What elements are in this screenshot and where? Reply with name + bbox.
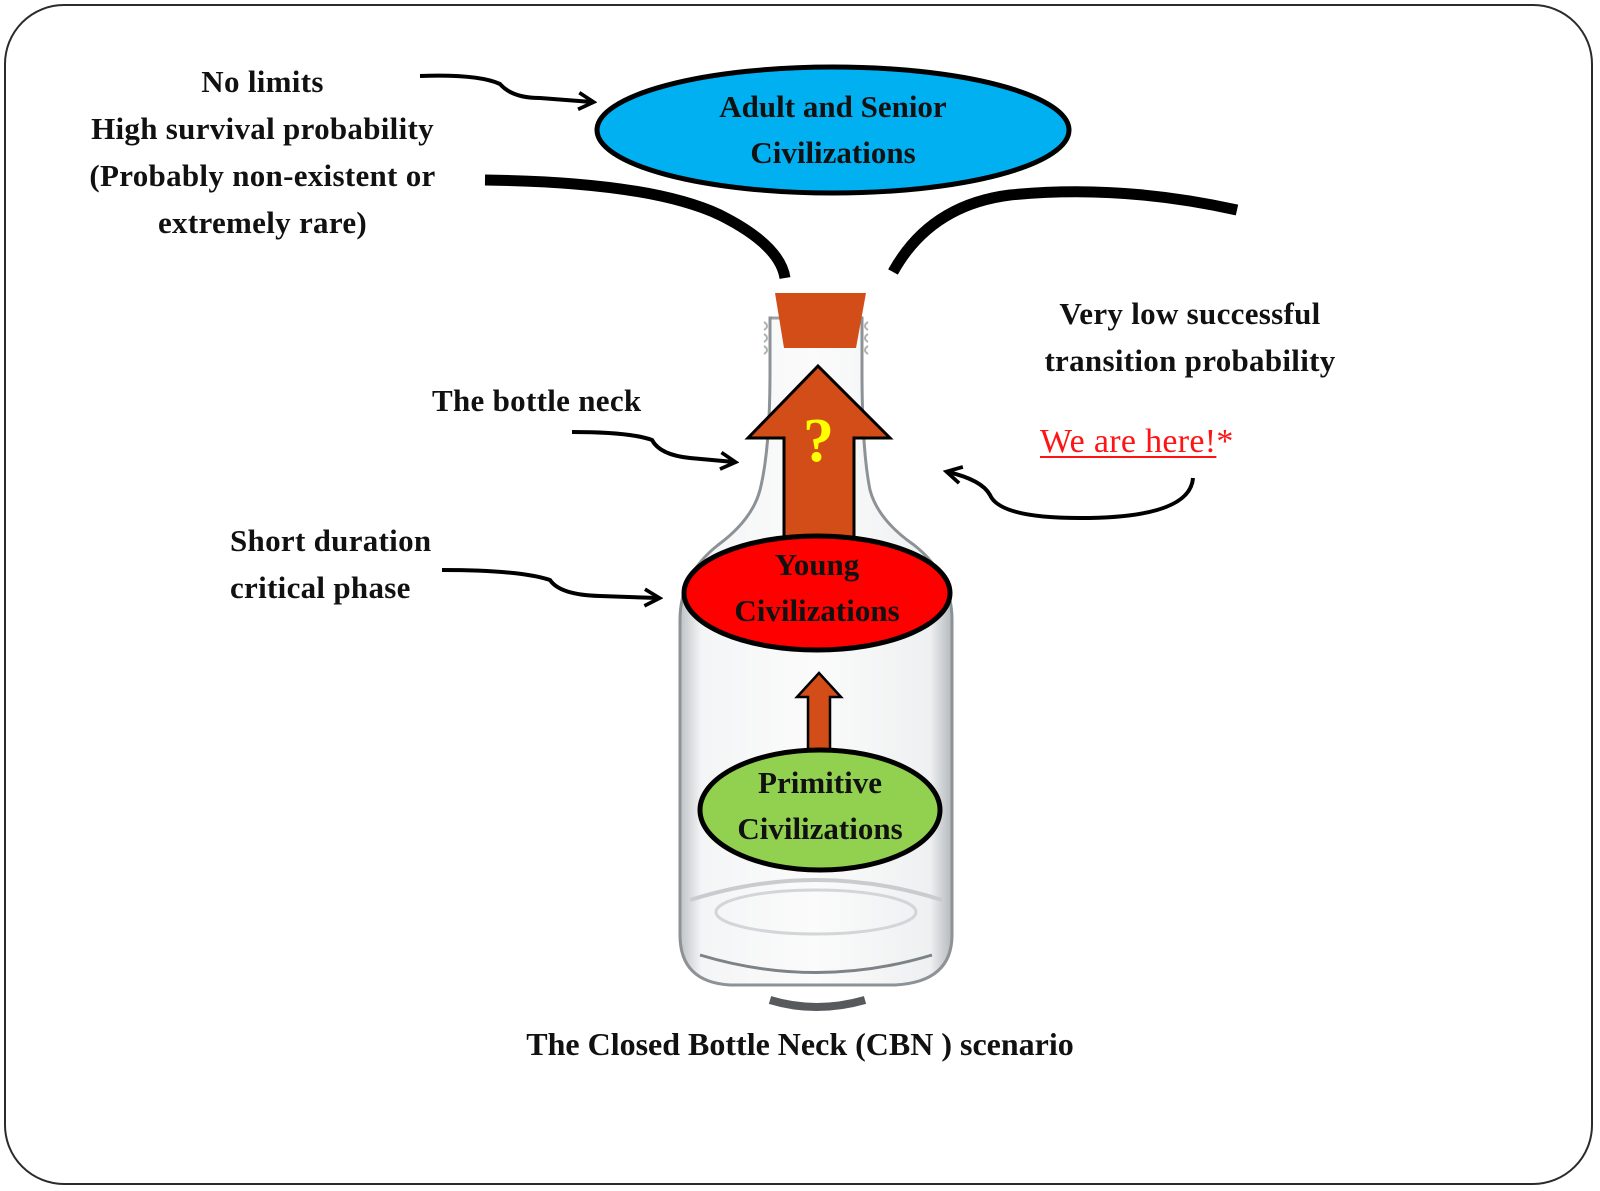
- top-left-annotation: No limits High survival probability (Pro…: [89, 64, 436, 240]
- primitive-civilizations-label: Primitive Civilizations: [737, 765, 903, 846]
- right-bottle-neck-line: [888, 186, 1239, 275]
- young-civilizations-node: [681, 533, 953, 653]
- short-duration-annotation: Short duration critical phase: [230, 523, 432, 605]
- question-mark-icon: ?: [803, 407, 834, 475]
- transition-probability-annotation: Very low successful transition probabili…: [1044, 296, 1336, 378]
- adult-civilizations-label: Adult and Senior Civilizations: [719, 89, 947, 170]
- bottle-neck-arrow-icon: [571, 430, 734, 462]
- bottle-neck-annotation: The bottle neck: [432, 383, 642, 418]
- critical-phase-arrow-icon: [441, 568, 658, 598]
- curved-arrow-icon: [419, 73, 592, 102]
- primitive-civilizations-node: [697, 747, 943, 873]
- young-civilizations-label: Young Civilizations: [734, 547, 900, 628]
- diagram-caption: The Closed Bottle Neck (CBN ) scenario: [526, 1026, 1074, 1062]
- we-are-here-label: We are here!*: [1040, 423, 1234, 460]
- left-bottle-neck-line: [484, 174, 791, 280]
- we-are-here-arrow-icon: [948, 472, 1195, 521]
- adult-civilizations-node: [594, 64, 1072, 196]
- cork-icon: [775, 293, 866, 348]
